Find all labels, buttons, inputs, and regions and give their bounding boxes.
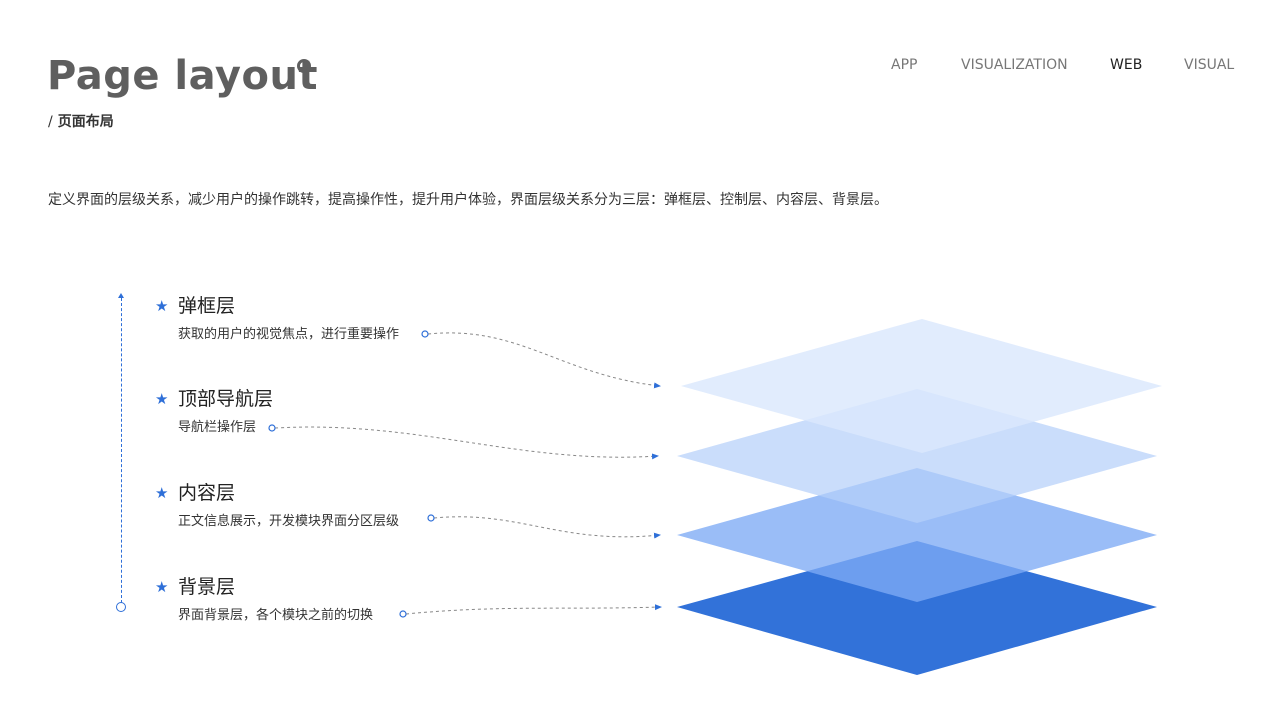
page-title: Page layout (47, 53, 319, 99)
nav-item-app[interactable]: APP (891, 57, 918, 73)
circle-icon (268, 424, 276, 432)
connector-popup (427, 332, 661, 389)
intro-text: 定义界面的层级关系，减少用户的操作跳转，提高操作性，提升用户体验，界面层级关系分… (48, 192, 888, 208)
subtitle-text: 页面布局 (57, 114, 114, 130)
connector-background (405, 604, 662, 615)
circle-icon (427, 514, 435, 522)
layer-name: 顶部导航层 (178, 388, 274, 410)
connector-content (433, 516, 661, 539)
circle-icon (116, 602, 126, 612)
layer-diamond-content (677, 468, 1157, 602)
layer-desc: 获取的用户的视觉焦点，进行重要操作 (178, 327, 400, 342)
nav-item-web[interactable]: WEB (1110, 57, 1143, 73)
top-nav: APP VISUALIZATION WEB VISUAL (880, 57, 1240, 77)
star-icon: ★ (155, 578, 169, 596)
page-subtitle: /页面布局 (48, 111, 114, 131)
ring-icon (297, 59, 311, 73)
layer-diamond-popup (681, 319, 1162, 453)
star-icon: ★ (155, 297, 169, 315)
arrow-up-icon (118, 293, 124, 298)
circle-icon (399, 610, 407, 618)
connector-top-nav (274, 426, 659, 460)
nav-item-visualization[interactable]: VISUALIZATION (961, 57, 1068, 73)
circle-icon (421, 330, 429, 338)
layer-name: 弹框层 (178, 295, 236, 317)
layer-diamond-background (677, 541, 1157, 675)
nav-item-visual[interactable]: VISUAL (1184, 57, 1235, 73)
layer-desc: 正文信息展示，开发模块界面分区层级 (178, 514, 400, 529)
star-icon: ★ (155, 390, 169, 408)
timeline-line (121, 298, 122, 603)
star-icon: ★ (155, 484, 169, 502)
layer-name: 背景层 (178, 576, 236, 598)
layer-desc: 导航栏操作层 (178, 420, 257, 435)
layer-name: 内容层 (178, 482, 236, 504)
layer-desc: 界面背景层，各个模块之前的切换 (178, 608, 374, 623)
layer-diamond-top-nav (677, 389, 1157, 523)
subtitle-slash: / (48, 114, 53, 130)
